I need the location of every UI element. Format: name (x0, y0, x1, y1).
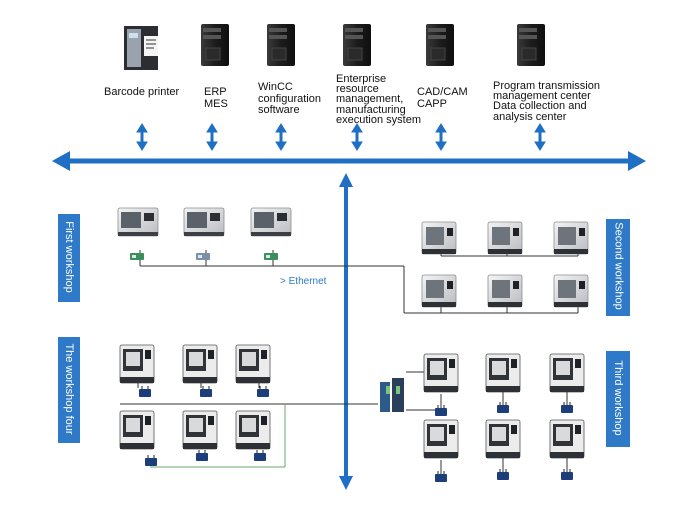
cnc-machining-center-icon (549, 353, 585, 393)
cnc-machining-center-icon (119, 410, 155, 450)
barcode-printer-icon (124, 26, 158, 70)
tab-workshop-four: The workshop four (58, 337, 80, 443)
system-label-cad-cam: CAD/CAM CAPP (417, 86, 468, 110)
server-icon (343, 24, 371, 66)
label-text: Program transmission management center D… (493, 80, 600, 123)
cnc-machining-center-icon (182, 344, 218, 384)
system-label-barcode-printer: Barcode printer (104, 86, 180, 99)
workshop-four-label: The workshop four (63, 343, 75, 435)
cnc-machining-center-icon (423, 419, 459, 459)
cnc-machining-center-icon (549, 419, 585, 459)
connector-arrow (206, 123, 218, 151)
label-text: CAD/CAM CAPP (417, 86, 468, 110)
tab-second-workshop: Second workshop (606, 219, 630, 316)
label-text: Barcode printer (104, 86, 180, 98)
workshop-four-network (120, 403, 346, 468)
system-connectors (136, 123, 546, 151)
cnc-machining-center-icon (423, 353, 459, 393)
third-workshop-network (346, 371, 436, 411)
data-collector-icon (200, 386, 212, 397)
connector-arrow (534, 123, 546, 151)
server-icon (201, 24, 229, 66)
cnc-machining-center-icon (421, 221, 457, 255)
tab-third-workshop: Third workshop (606, 351, 630, 447)
third-workshop-label: Third workshop (612, 360, 624, 436)
io-module-icon (130, 253, 144, 260)
data-collector-icon (561, 402, 573, 413)
connector-arrow (275, 123, 287, 151)
io-module-icon (264, 253, 278, 260)
data-collector-icon (196, 450, 208, 461)
label-text: ERP MES (204, 86, 228, 110)
cnc-lathe-icon (250, 207, 292, 237)
second-workshop-label: Second workshop (612, 222, 625, 310)
network-gateway-icon (380, 378, 404, 412)
data-collector-icon (145, 455, 157, 466)
data-collector-icon (561, 469, 573, 480)
cnc-machining-center-icon (487, 221, 523, 255)
data-collector-icon (497, 402, 509, 413)
data-collector-icon (497, 469, 509, 480)
connector-arrow (136, 123, 148, 151)
cnc-machining-center-icon (487, 274, 523, 308)
data-collector-icon (257, 386, 269, 397)
first-workshop-label: First workshop (63, 221, 75, 293)
system-label-program-center: Program transmission management center D… (493, 80, 600, 123)
server-icon (267, 24, 295, 66)
server-icon (426, 24, 454, 66)
cnc-machining-center-icon (485, 419, 521, 459)
io-module-icon (196, 253, 210, 260)
cnc-machining-center-icon (235, 344, 271, 384)
cnc-machining-center-icon (553, 221, 589, 255)
cnc-lathe-icon (183, 207, 225, 237)
cnc-lathe-icon (117, 207, 159, 237)
system-label-erp-mes-enterprise: Enterprise resource management, manufact… (336, 73, 421, 126)
data-collector-icon (435, 405, 447, 416)
data-collector-icon (435, 471, 447, 482)
cnc-machining-center-icon (235, 410, 271, 450)
cnc-machining-center-icon (553, 274, 589, 308)
data-collector-icon (254, 450, 266, 461)
cnc-machining-center-icon (421, 274, 457, 308)
label-text: WinCC configuration software (258, 81, 321, 116)
main-bus (52, 151, 646, 171)
data-collector-icon (139, 386, 151, 397)
server-icon (517, 24, 545, 66)
ethernet-label: > Ethernet (280, 276, 327, 287)
system-label-wincc: WinCC configuration software (258, 81, 321, 117)
cnc-machining-center-icon (119, 344, 155, 384)
system-label-erp-mes: ERP MES (204, 86, 228, 110)
connector-arrow (435, 123, 447, 151)
connector-arrow (351, 123, 363, 151)
label-text: Enterprise resource management, manufact… (336, 73, 421, 126)
cnc-machining-center-icon (485, 353, 521, 393)
cnc-machining-center-icon (182, 410, 218, 450)
vertical-bus (339, 173, 353, 490)
tab-first-workshop: First workshop (58, 214, 80, 302)
